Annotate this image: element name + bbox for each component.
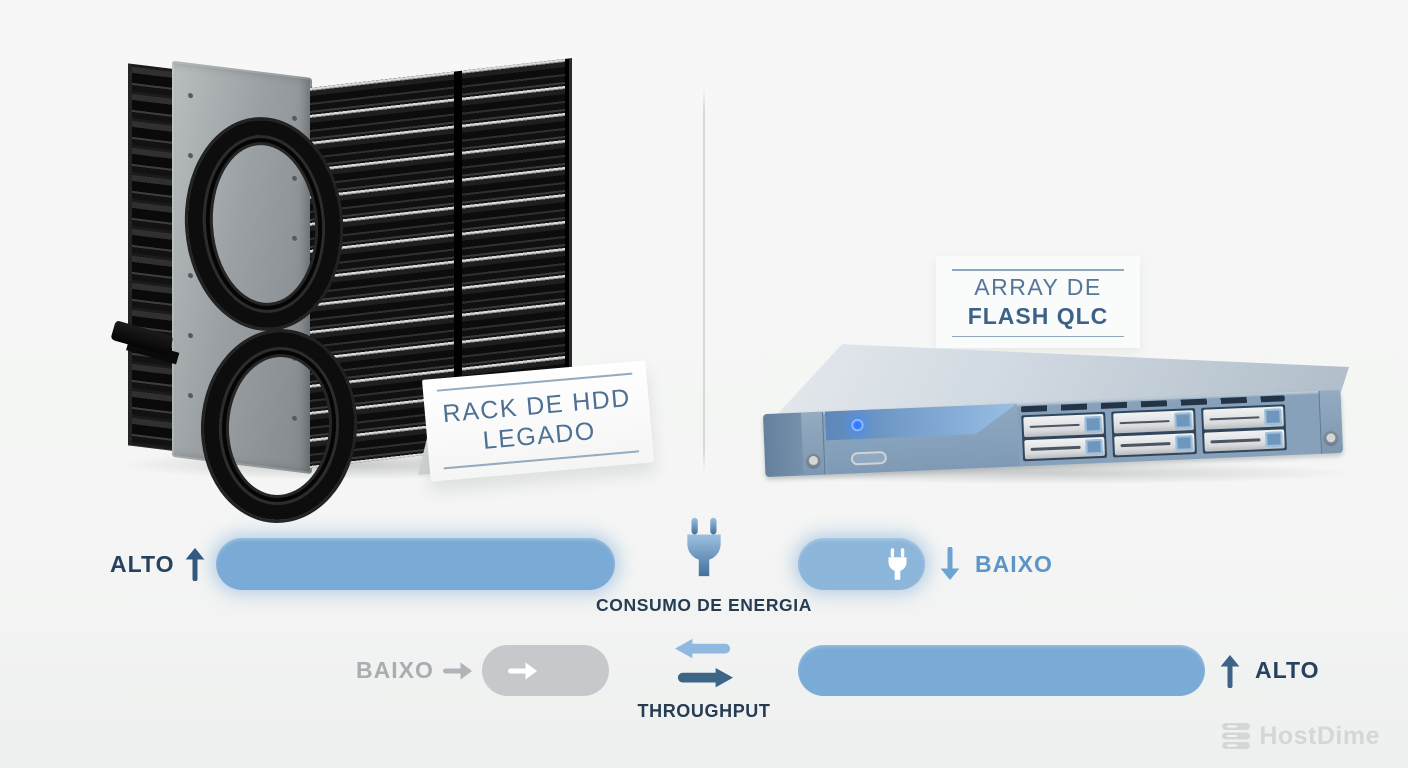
center-divider <box>703 88 705 472</box>
throughput-left-group: BAIXO <box>356 645 609 696</box>
front-led-panel <box>824 403 1020 475</box>
right-arrow-icon <box>443 660 473 682</box>
drive-bay <box>1021 411 1108 462</box>
transfer-arrows-icon <box>674 638 734 688</box>
sled-latch-icon <box>1175 434 1193 451</box>
energy-left-group: ALTO <box>110 538 616 590</box>
drive-sled <box>1204 428 1285 452</box>
drive-bay <box>1201 404 1287 454</box>
drive-sled <box>1113 410 1194 433</box>
flash-array-illustration <box>752 340 1352 484</box>
energy-row-title: CONSUMO DE ENERGIA <box>596 595 812 615</box>
panel-button <box>850 450 888 466</box>
energy-left-label: ALTO <box>110 550 175 577</box>
thumbscrew-icon <box>806 453 821 468</box>
energy-flash-bar <box>798 538 925 590</box>
drive-bay <box>1111 408 1197 458</box>
up-arrow-icon <box>182 547 208 581</box>
right-arrow-white-icon <box>508 660 538 682</box>
power-plug-icon <box>687 517 721 577</box>
hostdime-logo: HostDime <box>1221 722 1380 751</box>
flash-sign-line2: FLASH QLC <box>967 303 1109 329</box>
drive-sled <box>1024 436 1105 460</box>
energy-right-label: BAIXO <box>975 550 1053 577</box>
energy-hdd-bar <box>216 538 616 590</box>
sled-latch-icon <box>1085 438 1103 455</box>
up-arrow-icon <box>1217 654 1243 688</box>
flash-sign-line1: ARRAY DE <box>974 274 1102 300</box>
throughput-right-label: ALTO <box>1255 657 1320 683</box>
hdd-sign-card: RACK DE HDD LEGADO <box>421 360 655 482</box>
drive-sled <box>1023 413 1105 437</box>
energy-right-group: BAIXO <box>798 538 1053 590</box>
flash-sign-card: ARRAY DE FLASH QLC <box>936 256 1140 348</box>
sled-latch-icon <box>1084 415 1102 433</box>
drive-bays <box>1021 404 1287 462</box>
chassis-side-face <box>762 412 806 478</box>
down-arrow-icon <box>937 547 963 581</box>
rack-ear-right <box>1318 389 1344 454</box>
rack-ear-left <box>800 411 826 476</box>
throughput-row-title: THROUGHPUT <box>637 701 771 721</box>
throughput-flash-bar <box>798 645 1205 696</box>
drive-sled <box>1203 406 1284 430</box>
sled-latch-icon <box>1174 412 1192 429</box>
hostdime-logo-text: HostDime <box>1259 722 1380 750</box>
throughput-left-label: BAIXO <box>356 657 434 683</box>
throughput-right-group: ALTO <box>798 645 1319 696</box>
power-plug-white-icon <box>888 548 907 580</box>
stacked-disks-icon <box>1222 723 1251 749</box>
sled-latch-icon <box>1264 408 1282 425</box>
throughput-hdd-bar <box>481 645 609 696</box>
sled-latch-icon <box>1265 430 1283 448</box>
thumbscrew-icon <box>1324 431 1338 445</box>
drive-sled <box>1114 432 1195 456</box>
bracket-rivets <box>188 92 193 99</box>
